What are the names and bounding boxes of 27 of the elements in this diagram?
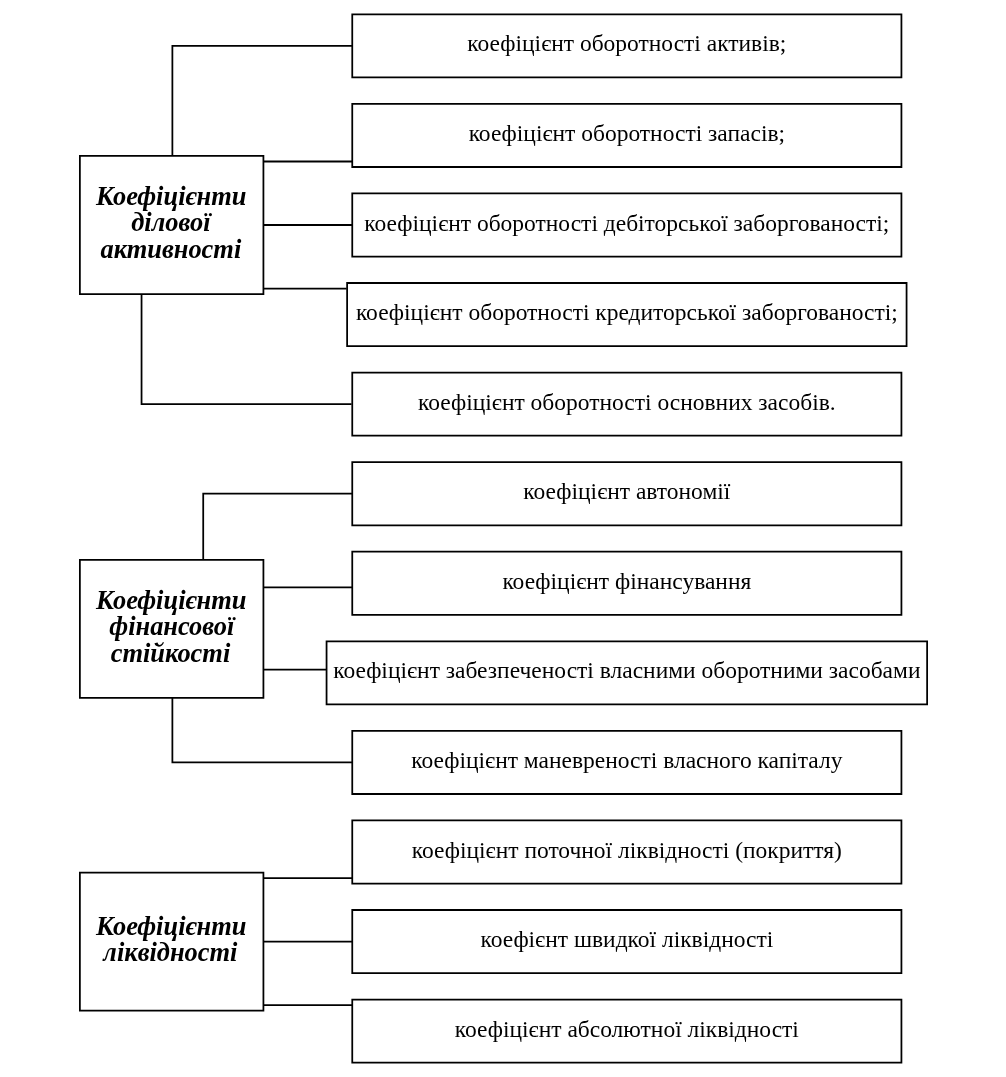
connector	[262, 1004, 353, 1006]
connector	[262, 668, 327, 671]
connector	[262, 224, 353, 226]
node-box: коефіцієнт оборотності активів;	[350, 13, 902, 79]
node-box: коефіцієнт оборотності кредиторської заборгованості;	[345, 282, 907, 347]
node-box: коефіцієнт автономії	[350, 461, 902, 527]
node-box: коефіцієнт поточної ліквідності (покриття)	[350, 819, 902, 885]
node-box: Коефіцієнти ділової активності	[78, 155, 264, 295]
connector	[262, 287, 348, 290]
connector	[262, 586, 353, 589]
connector	[140, 293, 352, 405]
node-box: коефіцієнт оборотності запасів;	[350, 103, 902, 168]
connector	[201, 492, 353, 561]
node-box: коефіцієнт фінансування	[350, 550, 902, 616]
connector	[171, 697, 353, 764]
connector	[262, 160, 353, 163]
node-box: коефіцієнт оборотності основних засобів.	[350, 371, 902, 437]
connector	[262, 877, 353, 879]
node-box: Коефіцієнти ліквідності	[78, 871, 264, 1012]
node-box: коефіцієнт абсолютної ліквідності	[350, 998, 902, 1064]
node-box: коефіцієнт оборотності дебіторської заборгованості;	[350, 192, 902, 258]
node-box: Коефіцієнти фінансової стійкості	[78, 558, 264, 699]
node-box: коефіцієнт забезпеченості власними оборотними засобами	[325, 640, 928, 706]
node-box: коефіцієнт маневреності власного капіталу	[350, 730, 902, 795]
connector	[262, 940, 353, 943]
connector	[171, 45, 353, 157]
node-box: коефієнт швидкої ліквідності	[350, 909, 902, 974]
